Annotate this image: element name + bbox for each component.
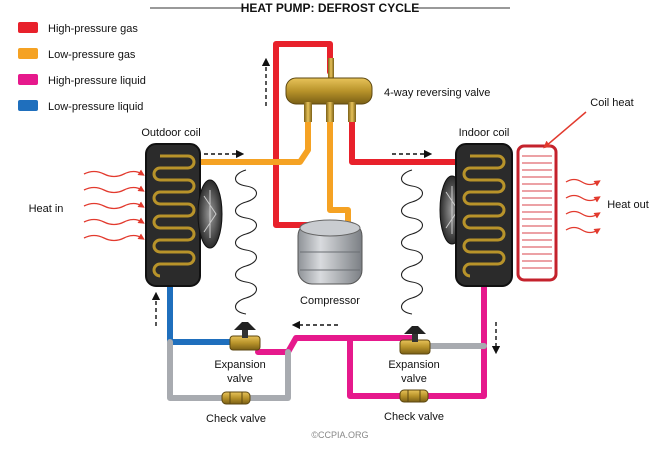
heat-in-label: Heat in	[29, 203, 64, 215]
reversing-valve	[285, 58, 373, 122]
air-loop-right	[400, 169, 424, 315]
expansion-valve-right	[399, 326, 431, 355]
check-valve-right	[399, 389, 429, 403]
expansion-valve-left-label-1: Expansion	[214, 359, 265, 371]
compressor-label: Compressor	[300, 295, 360, 307]
flow-arrows	[151, 57, 501, 355]
expansion-valve-left	[229, 322, 261, 351]
outdoor-coil-label: Outdoor coil	[141, 127, 200, 139]
legend-label-high-pressure-gas: High-pressure gas	[48, 23, 138, 35]
legend-swatch-high-pressure-gas	[18, 22, 38, 33]
reversing-valve-label: 4-way reversing valve	[384, 87, 490, 99]
legend-label-low-pressure-liquid: Low-pressure liquid	[48, 101, 143, 113]
heat-in-arrows	[83, 169, 145, 242]
heat-out-arrows	[565, 178, 601, 235]
pipe-low-pressure-gas-suction	[327, 115, 351, 229]
legend-label-high-pressure-liquid: High-pressure liquid	[48, 75, 146, 87]
check-valve-left	[221, 391, 251, 405]
pipe-high-pressure-gas-discharge	[273, 41, 333, 228]
title-group: HEAT PUMP: DEFROST CYCLE	[150, 1, 510, 15]
copyright-text: ©CCPIA.ORG	[311, 430, 368, 440]
legend-swatch-high-pressure-liquid	[18, 74, 38, 85]
expansion-valve-right-label-2: valve	[401, 373, 427, 385]
legend-label-low-pressure-gas: Low-pressure gas	[48, 49, 136, 61]
legend-swatch-low-pressure-liquid	[18, 100, 38, 111]
diagram-title: HEAT PUMP: DEFROST CYCLE	[241, 1, 419, 15]
pipe-low-pressure-gas-outdoor	[197, 115, 311, 165]
heat-out-label: Heat out	[607, 199, 649, 211]
legend: High-pressure gas Low-pressure gas High-…	[18, 22, 146, 113]
coil-heat-pointer	[543, 111, 587, 149]
compressor	[297, 219, 363, 285]
legend-swatch-low-pressure-gas	[18, 48, 38, 59]
coil-heat-element	[516, 144, 558, 282]
pipe-low-pressure-liquid	[167, 281, 235, 345]
coil-heat-label: Coil heat	[590, 97, 633, 109]
check-valve-left-label: Check valve	[206, 413, 266, 425]
pipe-high-pressure-gas-indoor	[349, 115, 463, 165]
pipes	[167, 41, 487, 401]
air-loop-left	[234, 169, 258, 315]
expansion-valve-left-label-2: valve	[227, 373, 253, 385]
indoor-coil-label: Indoor coil	[459, 127, 510, 139]
indoor-coil	[439, 143, 513, 287]
check-valve-right-label: Check valve	[384, 411, 444, 423]
expansion-valve-right-label-1: Expansion	[388, 359, 439, 371]
outdoor-coil	[145, 143, 223, 287]
